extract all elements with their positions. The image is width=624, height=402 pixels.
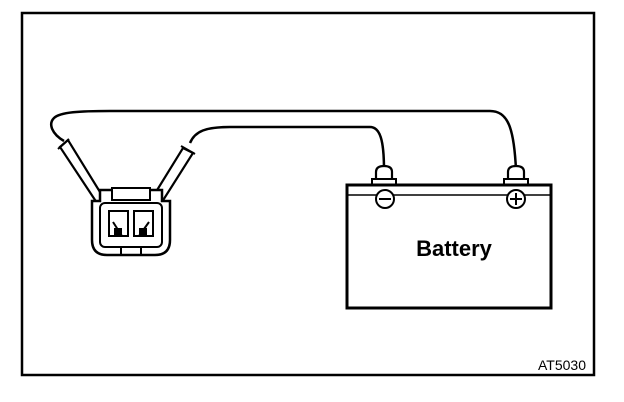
positive-symbol-icon (506, 189, 526, 209)
positive-terminal (503, 164, 529, 186)
negative-terminal (371, 164, 397, 186)
figure-code: AT5030 (538, 357, 586, 373)
connector (90, 187, 172, 257)
wire-to-negative (188, 125, 386, 171)
wire-to-positive (50, 109, 518, 171)
battery-label: Battery (416, 236, 493, 261)
negative-symbol-icon (375, 189, 395, 209)
figure-frame (20, 11, 596, 377)
